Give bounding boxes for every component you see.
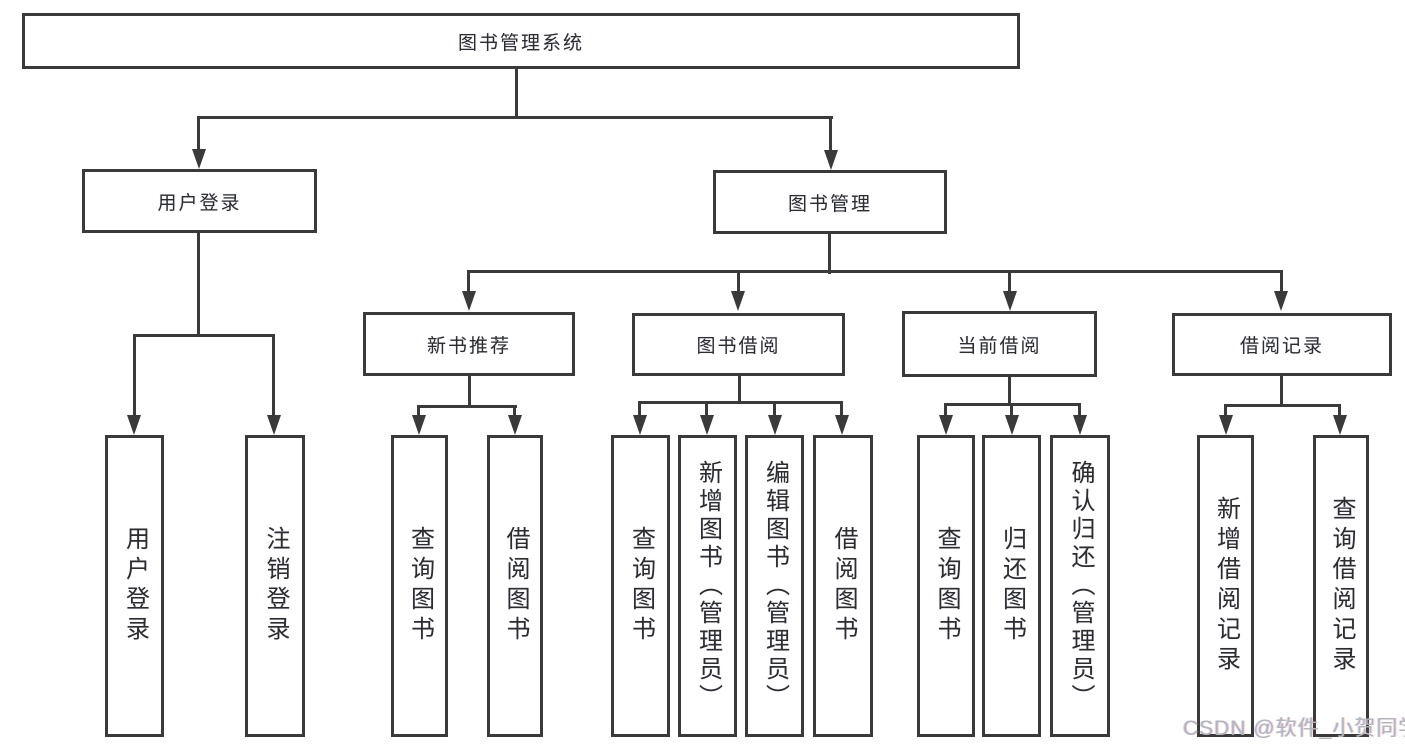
arrowhead-leaf-current-2 xyxy=(1073,415,1087,435)
leaf-borrow-query: 查询图书 xyxy=(611,435,670,737)
leaf-user-login-label: 用户登录 xyxy=(121,526,149,646)
leaf-borrow-borrow-label: 借阅图书 xyxy=(830,526,857,646)
connector-drop-new-book-recommend xyxy=(467,270,470,293)
connector-drop-user-login xyxy=(197,116,200,150)
node-current-borrow: 当前借阅 xyxy=(902,311,1097,377)
leaf-borrow-add-admin-label: 新增图书（管理员） xyxy=(694,460,722,712)
leaf-records-query-label: 查询借阅记录 xyxy=(1328,496,1355,676)
arrowhead-leaf-borrow-1 xyxy=(700,415,714,435)
node-book-borrow-label: 图书借阅 xyxy=(696,336,781,357)
connector-drop-leaf-newbooks-1 xyxy=(513,405,516,417)
connector-root-vertical xyxy=(515,67,518,118)
leaf-borrow-add-admin: 新增图书（管理员） xyxy=(678,435,737,737)
arrowhead-current-borrow xyxy=(1003,291,1017,311)
connector-drop-current-borrow xyxy=(1008,270,1011,293)
leaf-records-add: 新增借阅记录 xyxy=(1197,435,1254,737)
connector-book-management-vertical xyxy=(828,232,831,274)
leaf-newbooks-query: 查询图书 xyxy=(391,435,448,737)
connector-book-borrow-vertical xyxy=(738,374,741,404)
connector-new-book-horizontal xyxy=(417,405,517,408)
connector-drop-book-borrow xyxy=(737,270,740,293)
leaf-records-add-label: 新增借阅记录 xyxy=(1212,496,1240,676)
leaf-current-confirm-admin-label: 确认归还（管理员） xyxy=(1067,460,1094,712)
connector-user-login-vertical xyxy=(197,231,200,337)
connector-drop-borrow-records xyxy=(1280,270,1283,293)
leaf-current-confirm-admin: 确认归还（管理员） xyxy=(1050,435,1110,737)
connector-new-book-vertical xyxy=(468,373,471,408)
arrowhead-new-book-recommend xyxy=(462,291,476,311)
node-root-label: 图书管理系统 xyxy=(457,32,584,54)
arrowhead-leaf-user-1 xyxy=(267,415,281,435)
arrowhead-leaf-current-0 xyxy=(939,415,953,435)
connector-drop-leaf-user-0 xyxy=(133,334,136,417)
connector-drop-leaf-borrow-1 xyxy=(705,401,708,417)
connector-drop-leaf-current-1 xyxy=(1010,403,1013,417)
connector-drop-leaf-borrow-3 xyxy=(840,401,843,417)
connector-drop-leaf-records-0 xyxy=(1224,404,1227,417)
leaf-records-query: 查询借阅记录 xyxy=(1313,435,1369,737)
connector-current-borrow-vertical xyxy=(1008,375,1011,406)
node-new-book-recommend-label: 新书推荐 xyxy=(426,335,511,357)
connector-book-management-horizontal xyxy=(467,270,1283,273)
connector-drop-book-management xyxy=(829,116,832,150)
connector-book-borrow-horizontal xyxy=(638,401,842,404)
node-root: 图书管理系统 xyxy=(22,13,1020,69)
connector-drop-leaf-current-0 xyxy=(944,403,947,417)
node-borrow-records-label: 借阅记录 xyxy=(1239,336,1324,357)
arrowhead-book-borrow xyxy=(731,291,745,311)
node-user-login: 用户登录 xyxy=(82,169,317,233)
connector-borrow-records-vertical xyxy=(1280,373,1283,407)
arrowhead-leaf-user-0 xyxy=(127,415,141,435)
connector-drop-leaf-user-1 xyxy=(272,334,275,417)
arrowhead-leaf-borrow-0 xyxy=(633,415,647,435)
leaf-current-query: 查询图书 xyxy=(917,435,975,737)
leaf-newbooks-borrow: 借阅图书 xyxy=(487,435,543,737)
node-book-management: 图书管理 xyxy=(713,170,947,234)
node-book-borrow: 图书借阅 xyxy=(632,313,845,376)
leaf-borrow-query-label: 查询图书 xyxy=(627,526,655,646)
connector-drop-leaf-current-2 xyxy=(1078,403,1081,417)
leaf-borrow-borrow: 借阅图书 xyxy=(813,435,873,737)
leaf-logout: 注销登录 xyxy=(245,435,305,737)
leaf-borrow-edit-admin-label: 编辑图书（管理员） xyxy=(761,460,789,712)
arrowhead-leaf-records-1 xyxy=(1333,415,1347,435)
connector-drop-leaf-newbooks-0 xyxy=(417,405,420,417)
arrowhead-leaf-borrow-3 xyxy=(835,415,849,435)
arrowhead-leaf-current-1 xyxy=(1005,415,1019,435)
arrowhead-book-management xyxy=(824,150,838,170)
leaf-current-return: 归还图书 xyxy=(982,435,1041,737)
connector-root-horizontal xyxy=(197,116,833,119)
leaf-borrow-edit-admin: 编辑图书（管理员） xyxy=(745,435,804,737)
leaf-logout-label: 注销登录 xyxy=(262,526,289,646)
arrowhead-user-login xyxy=(192,149,206,169)
arrowhead-leaf-newbooks-1 xyxy=(508,415,522,435)
csdn-watermark: CSDN @软件_小贺同学 xyxy=(1183,717,1405,740)
arrowhead-leaf-borrow-2 xyxy=(768,415,782,435)
leaf-current-return-label: 归还图书 xyxy=(998,526,1026,646)
arrowhead-borrow-records xyxy=(1274,291,1288,311)
connector-drop-leaf-borrow-0 xyxy=(638,401,641,417)
node-book-management-label: 图书管理 xyxy=(787,193,872,215)
leaf-newbooks-query-label: 查询图书 xyxy=(406,526,434,646)
arrowhead-leaf-newbooks-0 xyxy=(412,415,426,435)
leaf-user-login: 用户登录 xyxy=(105,435,164,737)
arrowhead-leaf-records-0 xyxy=(1219,415,1233,435)
connector-drop-leaf-borrow-2 xyxy=(773,401,776,417)
connector-borrow-records-horizontal xyxy=(1224,404,1339,407)
node-current-borrow-label: 当前借阅 xyxy=(957,335,1042,357)
connector-drop-leaf-records-1 xyxy=(1338,404,1341,417)
node-user-login-label: 用户登录 xyxy=(157,192,242,214)
node-borrow-records: 借阅记录 xyxy=(1172,313,1392,376)
connector-user-login-horizontal xyxy=(133,334,275,337)
leaf-current-query-label: 查询图书 xyxy=(933,526,960,646)
node-new-book-recommend: 新书推荐 xyxy=(363,312,575,376)
leaf-newbooks-borrow-label: 借阅图书 xyxy=(502,526,529,646)
